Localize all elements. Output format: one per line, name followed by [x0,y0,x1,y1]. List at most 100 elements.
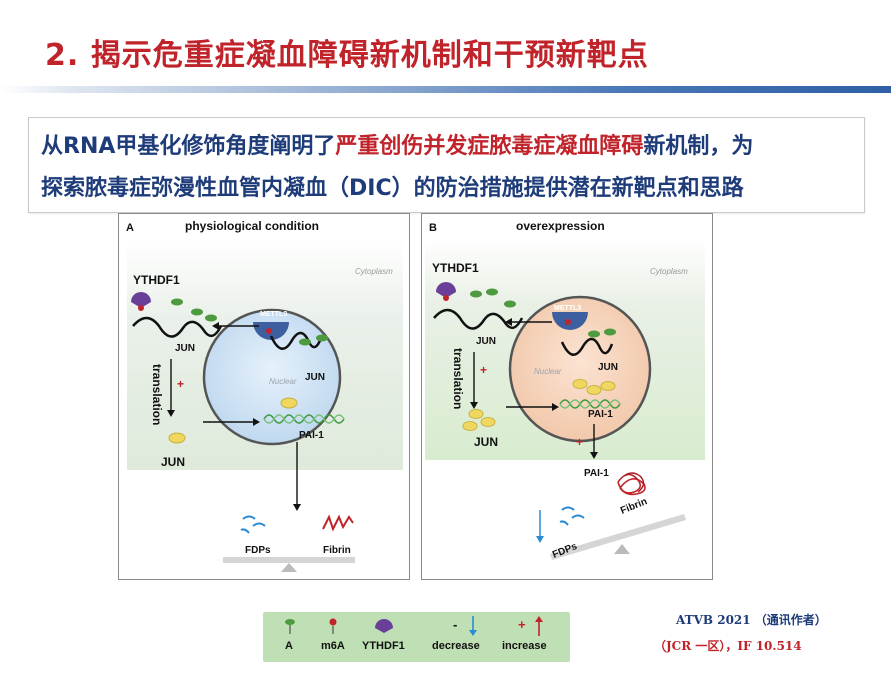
balance-fulcrum [614,544,630,554]
summary-text-a: 从RNA甲基化修饰角度阐明了 [41,134,336,159]
summary-text-c: 新机制，为 [643,134,754,159]
a-mark-icon [504,300,516,308]
cytoplasm-label: Cytoplasm [650,267,688,276]
pai1-dna-strand [263,414,345,424]
jun-mrna-nuclear [560,337,614,356]
legend-minus: - [453,617,458,632]
a-mark-icon [171,298,183,306]
pai1-output-label: PAI-1 [584,468,609,479]
increase-mark: + [480,363,487,377]
jun-protein-label: JUN [161,455,185,469]
a-mark-icon [191,308,203,316]
arrow-head [253,418,260,426]
arrow-head [167,410,175,417]
legend-m6a-label: m6A [321,640,345,652]
arrow-head [590,452,598,459]
panel-a-title: physiological condition [185,219,320,233]
nuclear-label: Nuclear [269,377,297,386]
translation-label: translation [451,348,465,409]
m6a-mark-icon [329,618,337,626]
legend-plus: + [518,617,526,632]
m6a-mark-icon [565,319,571,325]
cytoplasm-label: Cytoplasm [355,267,393,276]
ythdf1-label: YTHDF1 [432,261,479,275]
legend-ythdf1-label: YTHDF1 [362,640,405,652]
ythdf1-icon [375,619,393,633]
legend-decrease-label: decrease [432,640,480,652]
pai1-label: PAI-1 [299,430,324,441]
m6a-mark-icon [443,295,449,301]
figure-panel-a: Nuclear Cytoplasm YTHDF1 JUN METTL3 JUN … [118,213,410,580]
jun-mrna-nuclear [269,331,323,350]
ythdf1-icon [131,292,151,308]
panel-a-label: A [126,222,134,234]
panel-a-diagram: Nuclear Cytoplasm YTHDF1 JUN METTL3 JUN … [127,238,403,572]
summary-highlight: 严重创伤并发症脓毒症凝血障碍 [335,134,644,159]
a-mark-icon [205,314,217,322]
jun-protein-icon [168,432,186,444]
summary-box: 从RNA甲基化修饰角度阐明了严重创伤并发症脓毒症凝血障碍新机制，为 探索脓毒症弥… [28,117,865,213]
fdps-icon [252,522,266,527]
arrow-head [470,402,478,409]
panel-b-label: B [429,222,437,234]
fdps-icon [559,520,569,526]
legend-icons [285,616,543,636]
citation-journal: ATVB 2021 （通讯作者） [676,613,827,627]
a-mark-icon [588,330,600,338]
arrow-head [469,630,477,636]
a-mark-icon [285,619,295,625]
fibrin-label: Fibrin [619,496,649,517]
panel-b-diagram: Nuclear Cytoplasm YTHDF1 JUN METTL3 JUN … [425,238,705,561]
figure-panel-b: Nuclear Cytoplasm YTHDF1 JUN METTL3 JUN … [421,213,713,580]
a-mark-icon [316,334,328,342]
jun-mrna-cytoplasm [433,308,524,330]
pai1-nuclear-label: PAI-1 [588,409,613,420]
fdps-icon [571,514,585,519]
legend-increase-label: increase [502,640,547,652]
mettl3-label: METTL3 [554,305,581,312]
balance-bar [223,557,355,563]
ythdf1-label: YTHDF1 [133,273,180,287]
fdps-label: FDPs [551,541,579,561]
pai1-dna-strand [559,399,621,409]
figure-legend: A m6A YTHDF1 - decrease + increase [263,612,570,662]
fdps-icon [240,528,250,534]
balance-bar [550,514,686,560]
summary-line-2: 探索脓毒症弥漫性血管内凝血（DIC）的防治措施提供潜在新靶点和思路 [41,176,744,201]
jun-protein-icon [586,385,602,395]
balance-fulcrum [281,563,297,572]
jun-protein-icon [468,409,484,419]
ythdf1-icon [436,282,456,298]
slide-title: 2. 揭示危重症凝血障碍新机制和干预新靶点 [45,38,649,73]
legend-a-label: A [285,640,293,652]
jun-nuclear-label: JUN [598,362,618,373]
jun-protein-icon [480,417,496,427]
summary-line-1: 从RNA甲基化修饰角度阐明了严重创伤并发症脓毒症凝血障碍新机制，为 [41,128,753,160]
mettl3-label: METTL3 [260,311,287,318]
fdps-label: FDPs [245,545,271,556]
m6a-mark-icon [266,328,272,334]
arrow-head [536,536,544,543]
a-mark-icon [486,288,498,296]
fibrin-icon [322,514,354,532]
a-mark-icon [604,328,616,336]
increase-mark: + [177,377,184,391]
jun-protein-icon [462,421,478,431]
jun-nuclear-label: JUN [305,372,325,383]
fibrin-icon [617,472,646,496]
fibrin-label: Fibrin [323,545,351,556]
nuclear-label: Nuclear [534,367,562,376]
arrow-head [535,616,543,622]
jun-protein-icon [572,379,588,389]
jun-protein-icon [280,397,298,409]
jun-protein-icon [600,381,616,391]
jun-mrna-cytoplasm [132,316,223,338]
fdps-icon [242,515,256,520]
arrow-head [505,318,512,326]
a-mark-icon [299,338,311,346]
translation-label: translation [150,364,164,425]
increase-mark-pai1: + [576,435,583,449]
fdps-icon [561,506,575,511]
jun-mrna-label: JUN [476,336,496,347]
title-divider [0,86,891,93]
